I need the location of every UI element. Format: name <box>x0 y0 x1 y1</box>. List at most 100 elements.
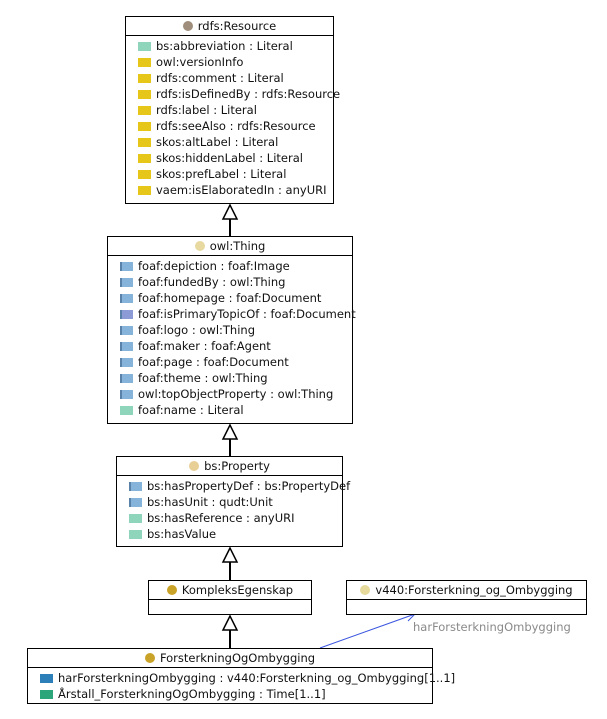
annotation-property-icon <box>138 185 151 195</box>
annotation-property-icon <box>138 121 151 131</box>
generalization-arrowhead <box>221 614 239 631</box>
class-name: v440:Forsterkning_og_Ombygging <box>375 583 573 597</box>
attribute-row[interactable]: bs:hasReference : anyURI <box>129 510 342 526</box>
literal-property-icon <box>120 405 133 415</box>
class-forsterkning-og-ombygging[interactable]: ForsterkningOgOmbygging harForsterkningO… <box>27 648 455 704</box>
attribute-row[interactable]: owl:versionInfo <box>138 54 333 70</box>
attribute-row[interactable]: rdfs:label : Literal <box>138 102 333 118</box>
annotation-property-icon <box>138 73 151 83</box>
attribute-row[interactable]: skos:hiddenLabel : Literal <box>138 150 333 166</box>
assoc_dt-property-icon <box>40 689 53 699</box>
class-circle-icon <box>194 241 205 251</box>
class-header: rdfs:Resource <box>126 17 333 36</box>
attribute-list: bs:hasPropertyDef : bs:PropertyDef bs:has… <box>117 476 350 542</box>
attribute-row[interactable]: foaf:depiction : foaf:Image <box>120 258 352 274</box>
object-property-icon <box>120 325 133 335</box>
association-label: harForsterkningOmbygging <box>413 620 571 634</box>
attribute-label: foaf:depiction : foaf:Image <box>138 259 290 273</box>
attribute-row[interactable]: bs:hasValue <box>129 526 342 542</box>
attribute-label: rdfs:isDefinedBy : rdfs:Resource <box>156 87 341 101</box>
attribute-label: skos:prefLabel : Literal <box>156 167 287 181</box>
attribute-label: bs:hasReference : anyURI <box>147 511 295 525</box>
attribute-label: skos:altLabel : Literal <box>156 135 279 149</box>
object-property-icon <box>120 341 133 351</box>
attribute-label: bs:abbreviation : Literal <box>156 39 293 53</box>
attribute-label: bs:hasUnit : qudt:Unit <box>147 495 273 509</box>
generalization-arrowhead <box>221 546 239 563</box>
attribute-row[interactable]: harForsterkningOmbygging : v440:Forsterk… <box>40 670 455 686</box>
class-header: owl:Thing <box>108 237 352 256</box>
primary-property-icon <box>120 309 133 319</box>
attribute-label: rdfs:label : Literal <box>156 103 257 117</box>
class-circle-icon <box>166 585 177 595</box>
attribute-label: rdfs:comment : Literal <box>156 71 284 85</box>
attribute-label: owl:versionInfo <box>156 55 244 69</box>
attribute-list: harForsterkningOmbygging : v440:Forsterk… <box>28 668 455 702</box>
annotation-property-icon <box>138 169 151 179</box>
assoc_obj-property-icon <box>40 673 53 683</box>
attribute-row[interactable]: foaf:logo : owl:Thing <box>120 322 352 338</box>
object-property-icon <box>120 261 133 271</box>
attribute-row[interactable]: rdfs:isDefinedBy : rdfs:Resource <box>138 86 340 102</box>
class-name: ForsterkningOgOmbygging <box>159 651 316 665</box>
attribute-row[interactable]: foaf:fundedBy : owl:Thing <box>120 274 352 290</box>
class-bs-property[interactable]: bs:Property bs:hasPropertyDef : bs:Prope… <box>116 456 350 547</box>
attribute-label: skos:hiddenLabel : Literal <box>156 151 303 165</box>
annotation-property-icon <box>138 105 151 115</box>
class-v440-forsterkning-og-ombygging[interactable]: v440:Forsterkning_og_Ombygging <box>346 580 587 615</box>
attribute-row[interactable]: bs:hasPropertyDef : bs:PropertyDef <box>129 478 350 494</box>
class-name: bs:Property <box>204 459 270 473</box>
attribute-label: foaf:homepage : foaf:Document <box>138 291 322 305</box>
attribute-label: foaf:maker : foaf:Agent <box>138 339 271 353</box>
class-circle-icon <box>144 653 155 663</box>
attribute-label: Årstall_ForsterkningOgOmbygging : Time[1… <box>58 687 326 701</box>
class-circle-icon <box>189 461 200 471</box>
object-property-icon <box>129 497 142 507</box>
attribute-row[interactable]: foaf:isPrimaryTopicOf : foaf:Document <box>120 306 356 322</box>
attribute-row[interactable]: foaf:maker : foaf:Agent <box>120 338 352 354</box>
attribute-label: foaf:theme : owl:Thing <box>138 371 268 385</box>
class-circle-icon <box>360 585 371 595</box>
literal-property-icon <box>129 513 142 523</box>
class-kompleks-egenskap[interactable]: KompleksEgenskap <box>148 580 312 615</box>
object-property-icon <box>120 357 133 367</box>
class-header: v440:Forsterkning_og_Ombygging <box>347 581 586 600</box>
class-name: rdfs:Resource <box>197 19 277 33</box>
attribute-row[interactable]: Årstall_ForsterkningOgOmbygging : Time[1… <box>40 686 432 702</box>
attribute-row[interactable]: rdfs:comment : Literal <box>138 70 333 86</box>
annotation-property-icon <box>138 57 151 67</box>
attribute-label: harForsterkningOmbygging : v440:Forsterk… <box>58 671 456 685</box>
attribute-label: bs:hasPropertyDef : bs:PropertyDef <box>147 479 351 493</box>
attribute-row[interactable]: foaf:homepage : foaf:Document <box>120 290 352 306</box>
attribute-label: foaf:isPrimaryTopicOf : foaf:Document <box>138 307 356 321</box>
attribute-label: foaf:logo : owl:Thing <box>138 323 256 337</box>
attribute-list: foaf:depiction : foaf:Image foaf:fundedBy… <box>108 256 356 418</box>
class-rdfs-resource[interactable]: rdfs:Resource bs:abbreviation : Literal o… <box>125 16 340 204</box>
attribute-label: bs:hasValue <box>147 527 217 541</box>
literal-property-icon <box>138 41 151 51</box>
attribute-label: vaem:isElaboratedIn : anyURI <box>156 183 327 197</box>
annotation-property-icon <box>138 137 151 147</box>
attribute-row[interactable]: rdfs:seeAlso : rdfs:Resource <box>138 118 333 134</box>
attribute-list: bs:abbreviation : Literal owl:versionInfo… <box>126 36 340 198</box>
attribute-row[interactable]: bs:abbreviation : Literal <box>138 38 333 54</box>
class-name: KompleksEgenskap <box>181 583 294 597</box>
attribute-row[interactable]: foaf:page : foaf:Document <box>120 354 352 370</box>
literal-property-icon <box>129 529 142 539</box>
attribute-row[interactable]: vaem:isElaboratedIn : anyURI <box>138 182 333 198</box>
object-property-icon <box>120 293 133 303</box>
class-header: ForsterkningOgOmbygging <box>28 649 432 668</box>
attribute-row[interactable]: foaf:name : Literal <box>120 402 352 418</box>
attribute-label: foaf:page : foaf:Document <box>138 355 289 369</box>
attribute-row[interactable]: skos:altLabel : Literal <box>138 134 333 150</box>
attribute-row[interactable]: bs:hasUnit : qudt:Unit <box>129 494 342 510</box>
attribute-row[interactable]: skos:prefLabel : Literal <box>138 166 333 182</box>
attribute-label: owl:topObjectProperty : owl:Thing <box>138 387 334 401</box>
association-line <box>319 613 416 649</box>
attribute-label: foaf:fundedBy : owl:Thing <box>138 275 286 289</box>
attribute-row[interactable]: owl:topObjectProperty : owl:Thing <box>120 386 352 402</box>
object-property-icon <box>120 373 133 383</box>
attribute-row[interactable]: foaf:theme : owl:Thing <box>120 370 352 386</box>
object-property-icon <box>129 481 142 491</box>
